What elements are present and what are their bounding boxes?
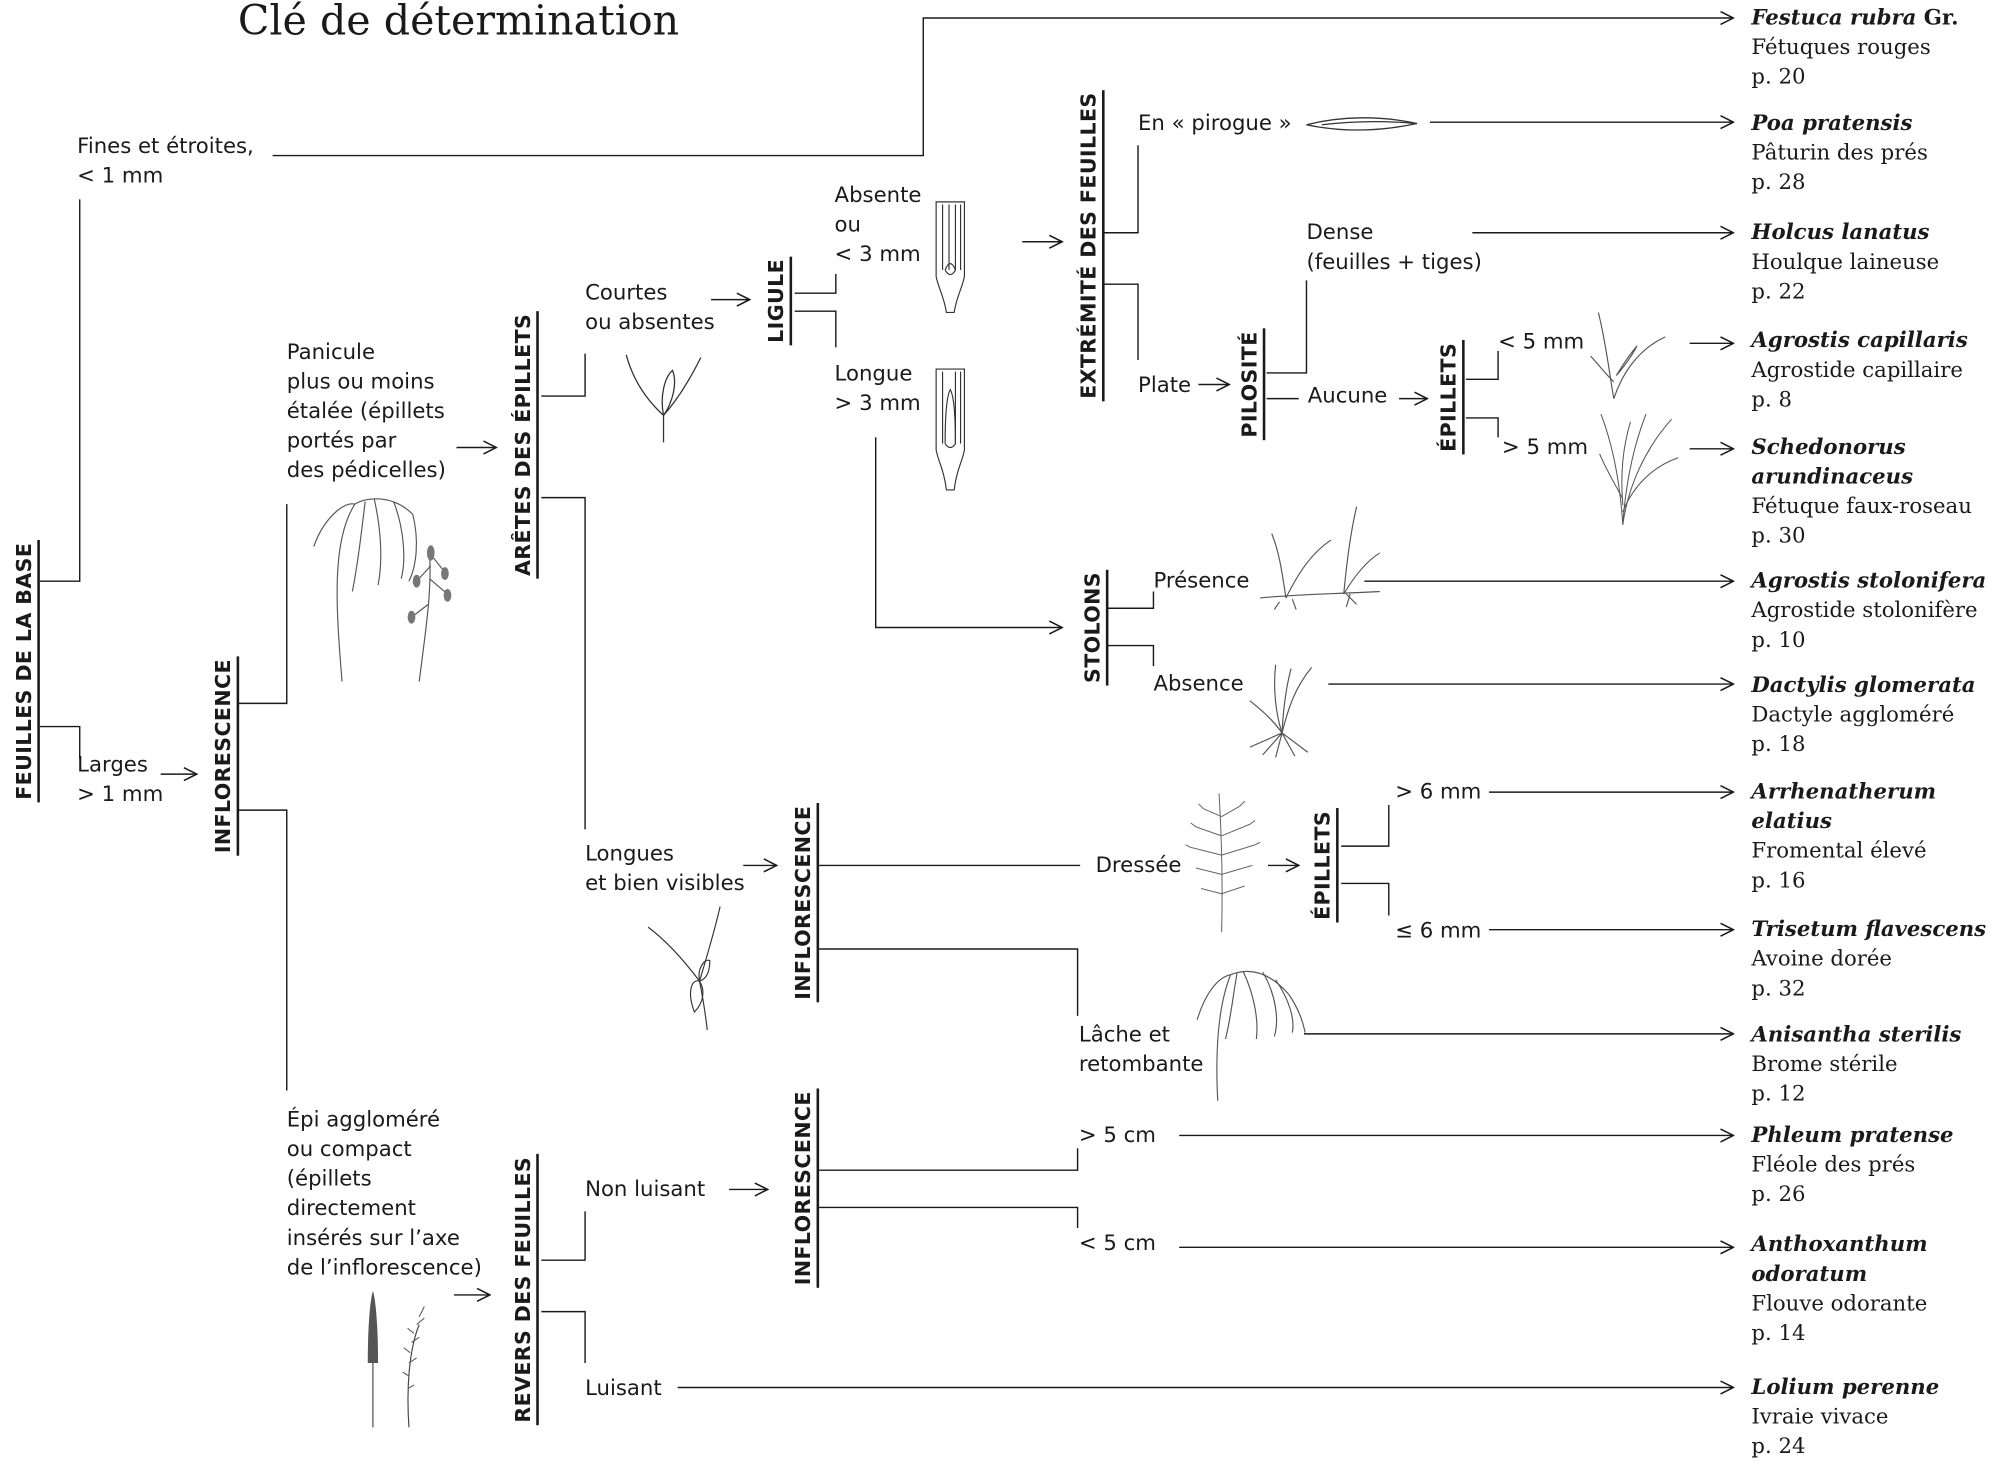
result-agrostis-stolonifera: Agrostis stolonifera Agrostide stolonifè… bbox=[1751, 568, 1987, 652]
node-extremite-feuilles: EXTRÉMITÉ DES FEUILLES bbox=[1076, 89, 1105, 402]
option-gt5cm: > 5 cm bbox=[1078, 1122, 1156, 1148]
node-epillets-1: ÉPILLETS bbox=[1436, 340, 1465, 455]
result-poa-pratensis: Poa pratensis Pâturin des prés p. 28 bbox=[1751, 110, 1928, 195]
result-festuca-rubra: Festuca rubra Gr. Fétuques rouges p. 20 bbox=[1751, 5, 1959, 89]
option-aucune: Aucune bbox=[1307, 383, 1388, 408]
result-schedonorus-arundinaceus: Schedonorus arundinaceus Fétuque faux-ro… bbox=[1751, 434, 1972, 548]
option-gt6mm: > 6 mm bbox=[1395, 779, 1482, 804]
pirogue-leaf-illustration bbox=[1306, 117, 1418, 131]
option-pirogue: En « pirogue » bbox=[1138, 110, 1292, 136]
result-anthoxanthum-odoratum: Anthoxanthum odoratum Flouve odorante p.… bbox=[1751, 1231, 1928, 1346]
option-dressee: Dressée bbox=[1095, 852, 1182, 877]
result-lolium-perenne: Lolium perenne Ivraie vivace p. 24 bbox=[1751, 1374, 1940, 1459]
result-holcus-lanatus: Holcus lanatus Houlque laineuse p. 22 bbox=[1751, 219, 1940, 304]
short-awn-spikelet-illustration bbox=[625, 354, 702, 443]
dactylis-base-illustration bbox=[1249, 664, 1313, 758]
node-inflorescence-1: INFLORESCENCE bbox=[210, 656, 240, 856]
result-dactylis-glomerata: Dactylis glomerata Dactyle aggloméré p. … bbox=[1751, 672, 1976, 757]
ligule-absent-illustration bbox=[935, 201, 966, 314]
option-larges: Larges> 1 mm bbox=[77, 752, 164, 807]
node-inflorescence-2: INFLORESCENCE bbox=[790, 803, 820, 1003]
page-title: Clé de détermination bbox=[237, 0, 680, 46]
option-luisant: Luisant bbox=[585, 1375, 662, 1401]
result-agrostis-capillaris: Agrostis capillaris Agrostide capillaire… bbox=[1751, 327, 1968, 412]
option-lt5cm: < 5 cm bbox=[1078, 1230, 1156, 1256]
result-anisantha-sterilis: Anisantha sterilis Brome stérile p. 12 bbox=[1751, 1022, 1962, 1106]
option-absence: Absence bbox=[1153, 671, 1244, 696]
result-trisetum-flavescens: Trisetum flavescens Avoine dorée p. 32 bbox=[1751, 916, 1987, 1001]
stolon-illustration bbox=[1260, 506, 1381, 610]
option-fines: Fines et étroites,< 1 mm bbox=[77, 133, 254, 188]
node-stolons: STOLONS bbox=[1080, 569, 1109, 686]
node-pilosite: PILOSITÉ bbox=[1237, 328, 1266, 441]
option-lt5mm: < 5 mm bbox=[1498, 329, 1585, 354]
compact-spike-illustration bbox=[367, 1291, 425, 1428]
anisantha-illustration bbox=[1196, 970, 1306, 1101]
option-plate: Plate bbox=[1138, 372, 1192, 398]
node-epillets-2: ÉPILLETS bbox=[1310, 808, 1339, 923]
node-aretes-epillets: ARÊTES DES ÉPILLETS bbox=[510, 311, 539, 579]
option-longue: Longue> 3 mm bbox=[834, 361, 921, 416]
option-le6mm: ≤ 6 mm bbox=[1395, 918, 1482, 943]
schedonorus-illustration bbox=[1599, 413, 1679, 525]
node-feuilles-base: FEUILLES DE LA BASE bbox=[11, 540, 40, 803]
panicle-illustration bbox=[313, 498, 452, 682]
node-revers-feuilles: REVERS DES FEUILLES bbox=[510, 1154, 539, 1426]
node-inflorescence-3: INFLORESCENCE bbox=[790, 1088, 820, 1288]
long-awn-spikelet-illustration bbox=[647, 906, 721, 1031]
ligule-long-illustration bbox=[935, 368, 966, 491]
option-gt5mm: > 5 mm bbox=[1501, 434, 1589, 460]
option-presence: Présence bbox=[1153, 568, 1250, 593]
agrostis-capillaris-illustration bbox=[1590, 312, 1666, 399]
arrhenatherum-illustration bbox=[1185, 793, 1261, 933]
option-dense: Dense(feuilles + tiges) bbox=[1306, 219, 1482, 274]
option-non-luisant: Non luisant bbox=[585, 1176, 706, 1202]
result-phleum-pratense: Phleum pratense Fléole des prés p. 26 bbox=[1751, 1122, 1954, 1207]
node-ligule: LIGULE bbox=[763, 256, 793, 346]
result-arrhenatherum-elatius: Arrhenatherum elatius Fromental élevé p.… bbox=[1751, 779, 1937, 893]
